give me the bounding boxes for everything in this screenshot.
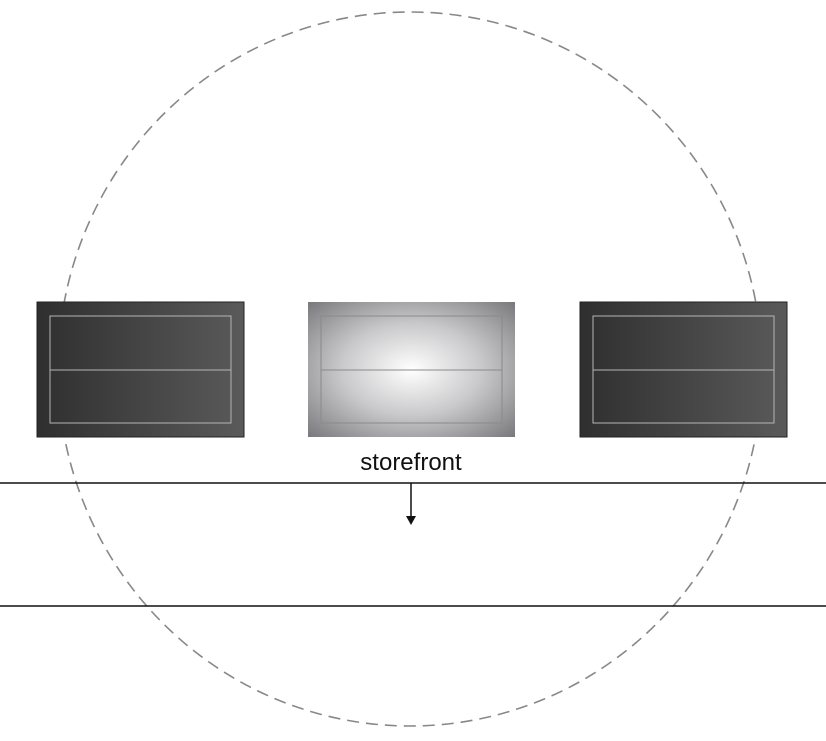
storefront-label: storefront [360,449,462,476]
center-panel [308,302,515,437]
down-arrow-icon [406,483,416,525]
left-panel [36,301,245,438]
right-panel [579,301,788,438]
